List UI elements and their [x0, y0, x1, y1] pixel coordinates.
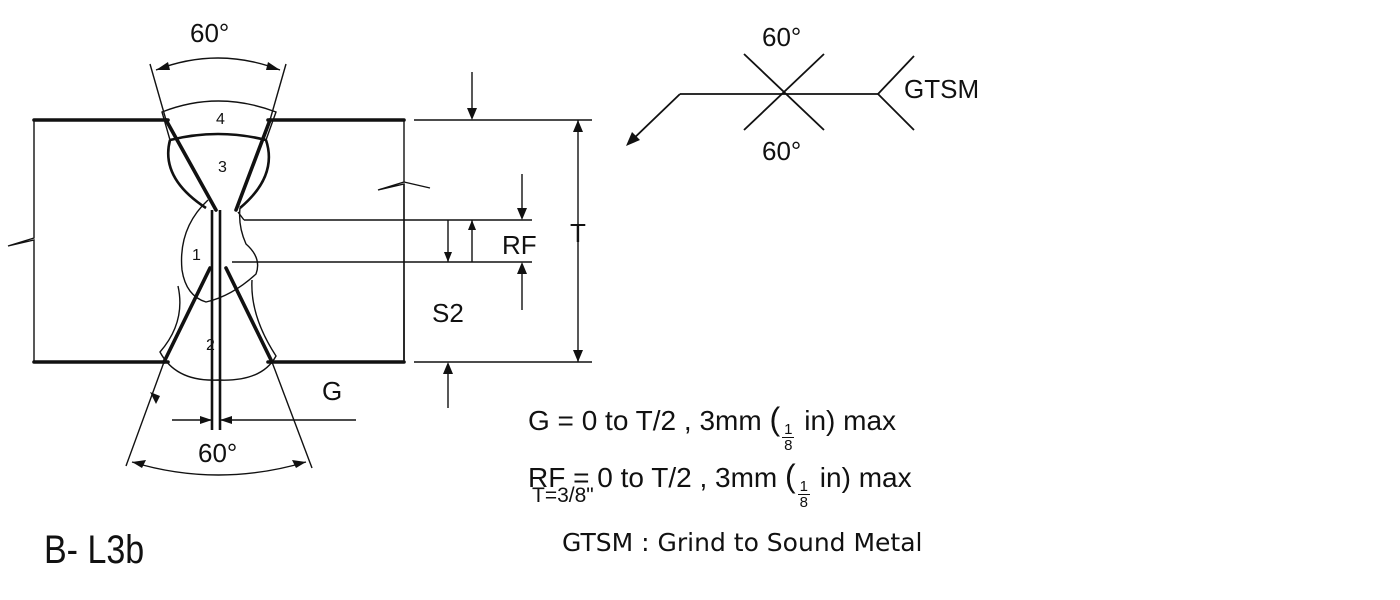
- thickness-dimension: [414, 72, 592, 408]
- bottom-groove-angle-dimension: [125, 361, 313, 476]
- left-plate: [7, 118, 170, 364]
- top-groove-angle-dimension: [149, 57, 287, 121]
- symbol-tail-note: GTSM: [904, 74, 979, 104]
- thickness-label: T: [570, 218, 586, 248]
- gap-dimension: [172, 416, 356, 424]
- gap-label: G: [322, 376, 342, 406]
- root-face-note-suffix: in) max: [812, 462, 912, 493]
- welding-symbol: [626, 53, 915, 146]
- gtsm-legend: GTSM : Grind to Sound Metal: [562, 528, 923, 557]
- gap-fraction-denominator: 8: [784, 437, 793, 454]
- gap-note-text: G = 0 to T/2 , 3mm: [528, 405, 770, 436]
- pass-4-label: 4: [216, 111, 225, 128]
- top-groove-angle-label: 60°: [190, 18, 229, 48]
- root-face-note-paren: (: [785, 458, 796, 494]
- weld-pass-outlines: [159, 100, 277, 381]
- pass-2-label: 2: [206, 337, 215, 354]
- gap-note-paren: (: [769, 401, 781, 437]
- joint-designation: B- L3b: [44, 528, 145, 572]
- depth-label: S2: [432, 298, 464, 328]
- gap-note-suffix: in) max: [796, 405, 897, 436]
- bottom-groove-angle-label: 60°: [198, 438, 237, 468]
- root-face-fraction-numerator: 1: [797, 478, 811, 495]
- gap-fraction-numerator: 1: [782, 421, 795, 438]
- root-face-fraction-denominator: 8: [799, 494, 809, 511]
- symbol-other-side-angle: 60°: [762, 136, 801, 166]
- pass-1-label: 1: [192, 247, 201, 264]
- groove-walls: [162, 118, 274, 430]
- symbol-arrow-side-angle: 60°: [762, 22, 801, 52]
- root-face-label: RF: [502, 230, 537, 260]
- root-face-note-text: RF = 0 to T/2 , 3mm: [528, 462, 786, 493]
- thickness-note: T=3/8": [532, 484, 594, 507]
- root-face-dimension: [232, 174, 532, 310]
- right-plate: [266, 118, 431, 364]
- pass-3-label: 3: [218, 159, 227, 176]
